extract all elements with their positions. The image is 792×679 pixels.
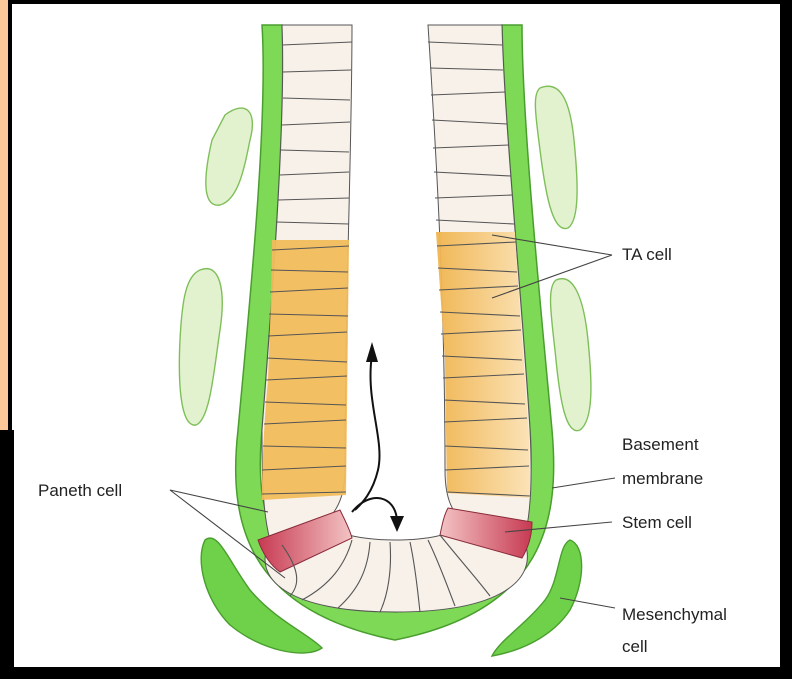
label-paneth-cell: Paneth cell [38, 481, 122, 500]
label-stem-cell: Stem cell [622, 513, 692, 532]
mesenchymal-cell-2 [179, 269, 222, 426]
migration-arrows [352, 342, 404, 532]
ta-zone-left [262, 240, 349, 500]
mesenchymal-cell-1 [206, 108, 253, 205]
mesenchymal-cell-3 [535, 86, 577, 228]
mesenchymal-cell-4 [551, 279, 591, 431]
label-basement-membrane-1: Basement [622, 435, 699, 454]
label-mesenchymal-cell-2: cell [622, 637, 648, 656]
label-basement-membrane-2: membrane [622, 469, 703, 488]
label-mesenchymal-cell-1: Mesenchymal [622, 605, 727, 624]
label-ta-cell: TA cell [622, 245, 672, 264]
